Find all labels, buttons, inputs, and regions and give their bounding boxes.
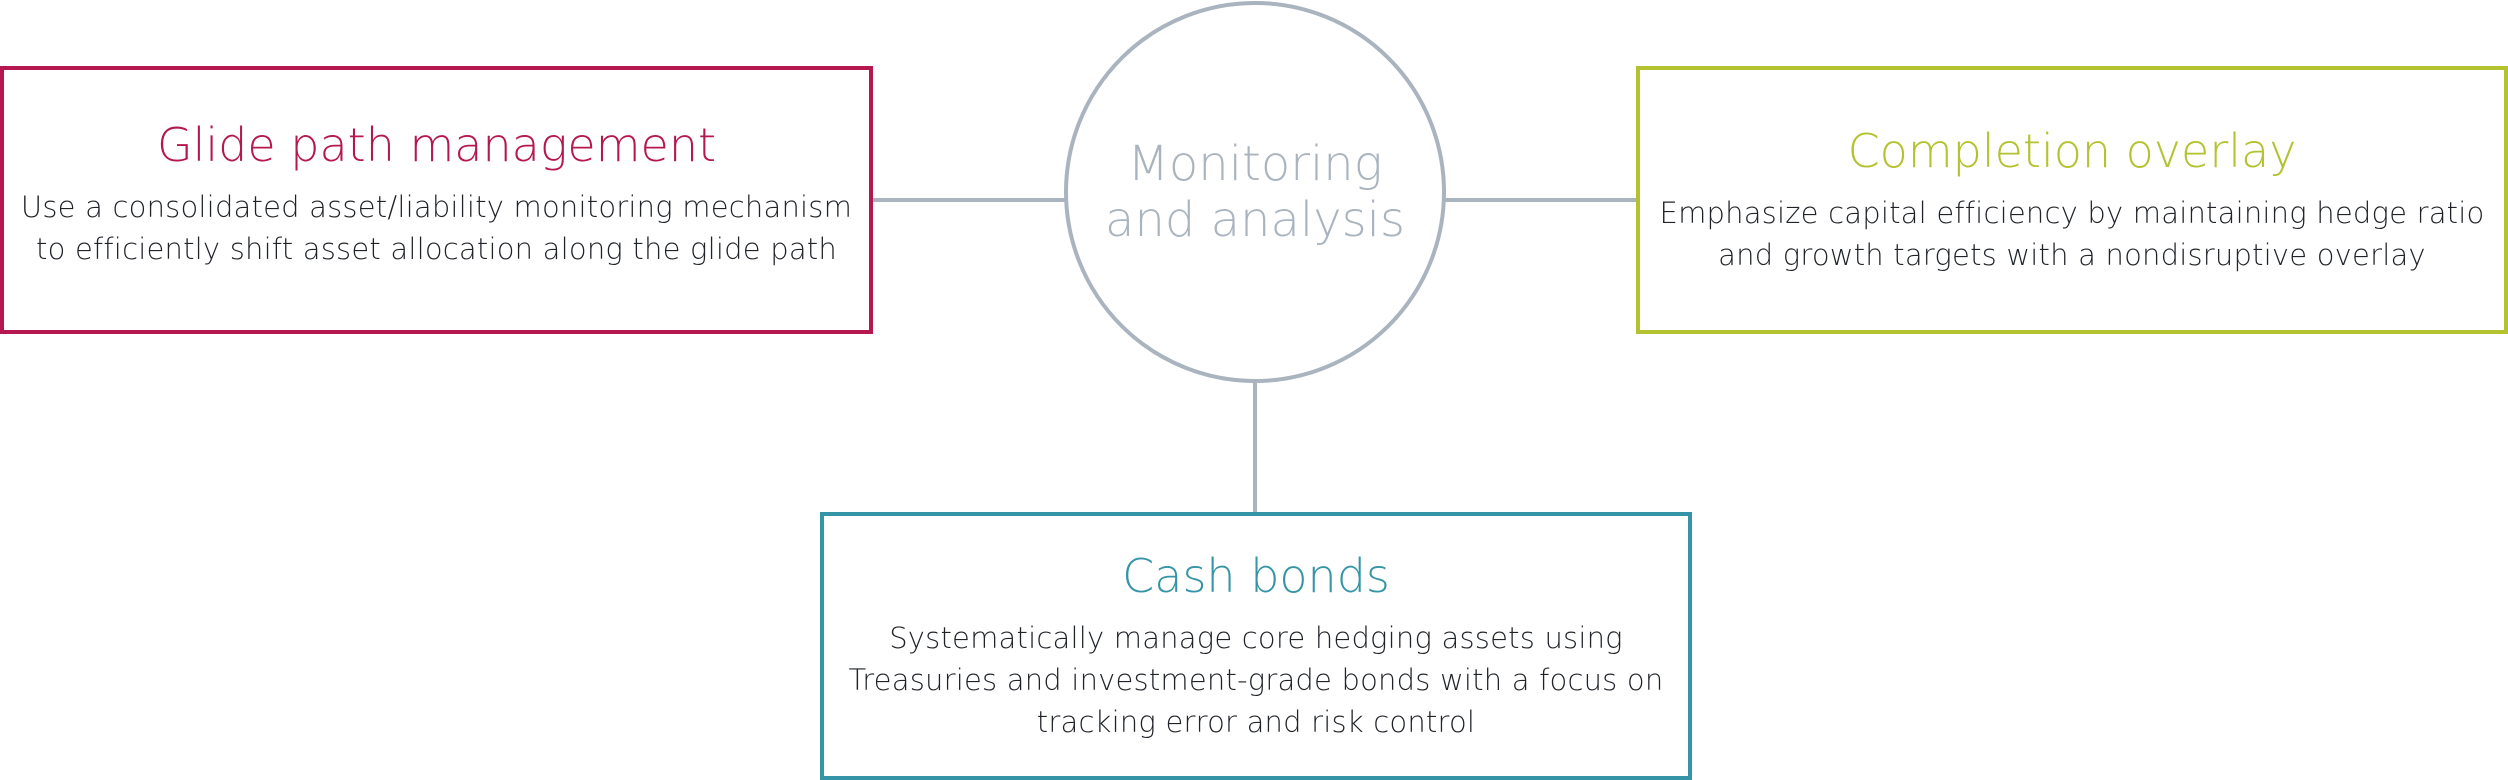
cash-bonds-description: Systematically manage core hedging asset… bbox=[849, 617, 1664, 743]
hub-label-line-1: Monitoring bbox=[1127, 136, 1383, 192]
completion-overlay-title: Completion overlay bbox=[1847, 124, 2297, 179]
glide-path-line-2: to efficiently shift asset allocation al… bbox=[36, 231, 837, 266]
cash-bonds-line-1: Systematically manage core hedging asset… bbox=[889, 620, 1623, 655]
cash-bonds-line-3: tracking error and risk control bbox=[1036, 704, 1476, 739]
completion-overlay-line-1: Emphasize capital efficiency by maintain… bbox=[1659, 195, 2485, 230]
cash-bonds-box: Cash bonds Systematically manage core he… bbox=[820, 512, 1692, 780]
completion-overlay-box: Completion overlay Emphasize capital eff… bbox=[1636, 66, 2508, 334]
glide-path-description: Use a consolidated asset/liability monit… bbox=[21, 186, 852, 270]
glide-path-line-1: Use a consolidated asset/liability monit… bbox=[20, 189, 853, 224]
cash-bonds-line-2: Treasuries and investment-grade bonds wi… bbox=[848, 662, 1664, 697]
completion-overlay-line-2: and growth targets with a nondisruptive … bbox=[1718, 237, 2426, 272]
monitoring-hub-circle: Monitoring and analysis bbox=[1064, 1, 1446, 383]
cash-bonds-title: Cash bonds bbox=[1122, 549, 1390, 604]
glide-path-title: Glide path management bbox=[156, 118, 717, 173]
completion-overlay-description: Emphasize capital efficiency by maintain… bbox=[1660, 192, 2485, 276]
glide-path-box: Glide path management Use a consolidated… bbox=[0, 66, 873, 334]
hub-label-line-2: and analysis bbox=[1105, 192, 1405, 248]
